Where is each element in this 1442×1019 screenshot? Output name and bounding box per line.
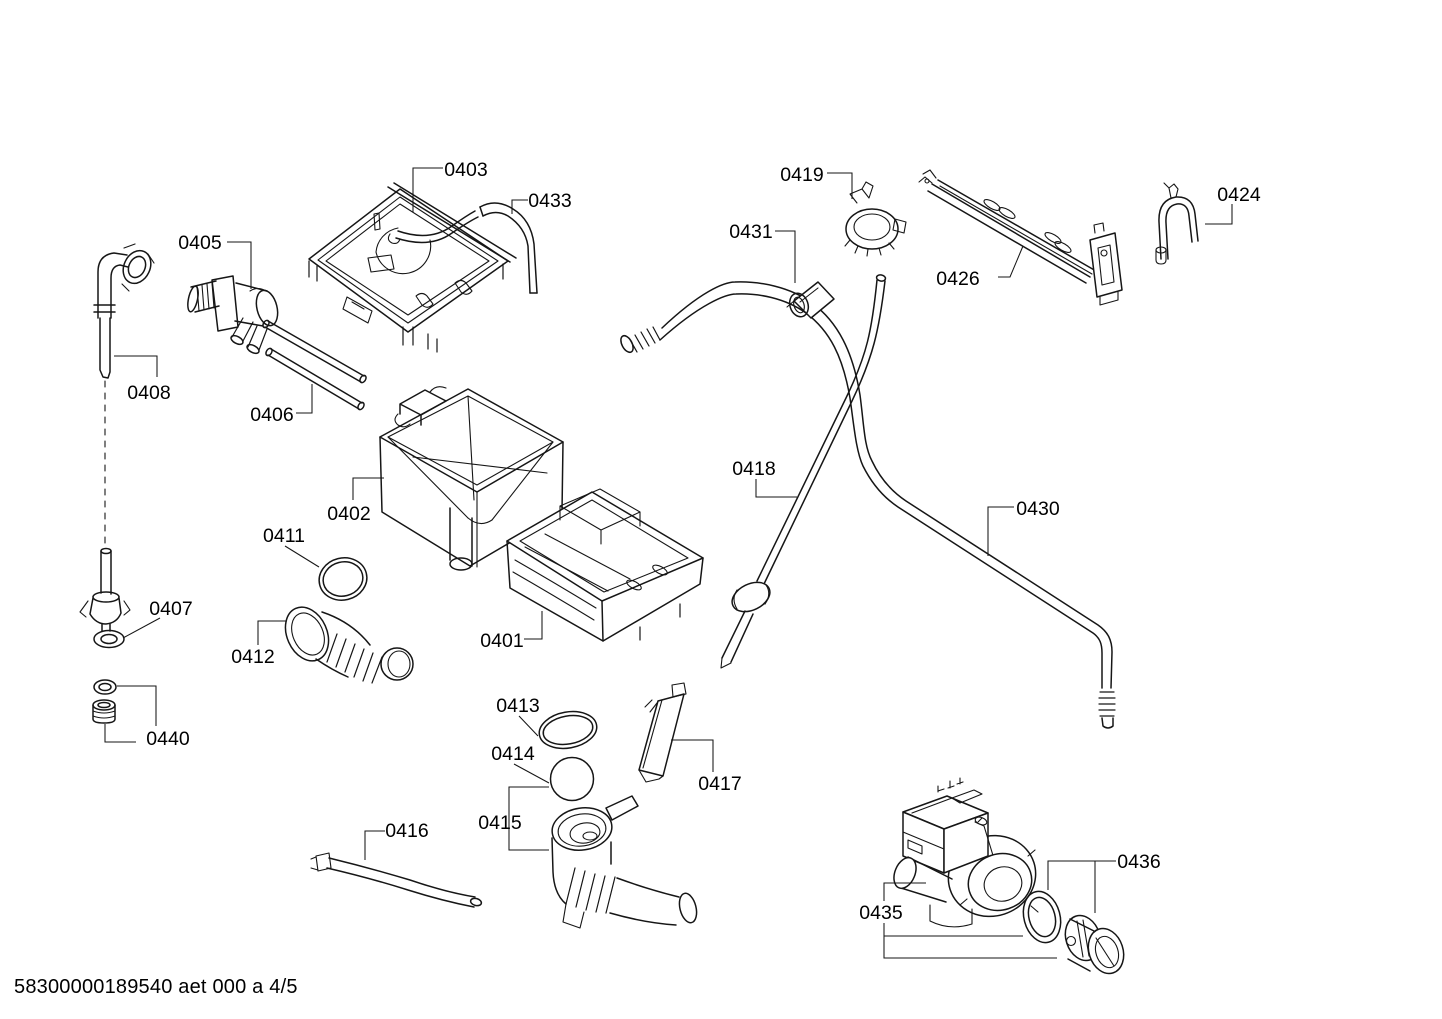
- part-label-0403: 0403: [444, 159, 487, 181]
- part-label-0417: 0417: [698, 773, 741, 795]
- leader-0406: [296, 384, 313, 414]
- part-filter-cap: [1064, 914, 1125, 975]
- leader-0411: [284, 545, 320, 568]
- leader-0417: [671, 739, 714, 772]
- part-clamp-0431: [786, 281, 835, 319]
- leader-0436: [1047, 860, 1116, 913]
- leader-0412: [257, 620, 287, 645]
- part-seal-set-0440: [92, 679, 117, 724]
- part-label-0405: 0405: [178, 232, 222, 254]
- part-hook-0424: [1155, 182, 1199, 265]
- part-rail-0426: [918, 169, 1123, 306]
- part-hose-0412: [284, 606, 414, 684]
- leader-0418: [755, 479, 797, 498]
- leader-0413: [518, 715, 539, 737]
- part-label-0431: 0431: [729, 221, 772, 243]
- part-label-0418: 0418: [732, 458, 775, 480]
- part-label-0412: 0412: [231, 646, 274, 668]
- leader-lines: [104, 167, 1233, 959]
- part-seal-ring-0411: [318, 557, 368, 601]
- part-labels: 0401 0402 0403 0405 0406 0407 0408 0411 …: [127, 159, 1261, 924]
- leader-0401: [524, 611, 543, 640]
- part-tubes-0406: [262, 319, 367, 411]
- leader-0419: [827, 172, 853, 199]
- part-label-0433: 0433: [528, 190, 571, 212]
- leader-0415: [508, 786, 549, 851]
- leader-0416: [364, 830, 385, 860]
- part-dispenser-housing: [379, 386, 564, 571]
- part-hose-0430: [620, 281, 1116, 729]
- part-inlet-elbow-pipe: [79, 243, 155, 632]
- part-washer-0407: [93, 629, 125, 649]
- leader-0435: [883, 882, 1057, 959]
- part-label-0416: 0416: [385, 820, 428, 842]
- leader-0414: [513, 763, 550, 784]
- leader-0424: [1205, 204, 1233, 225]
- leader-0407: [122, 617, 161, 639]
- part-ball-0414: [549, 756, 595, 802]
- part-clamp-ring-0419: [844, 181, 907, 257]
- leader-0433: [511, 199, 528, 214]
- leader-0405: [227, 241, 252, 289]
- leader-0402: [352, 477, 384, 500]
- leader-0426: [998, 245, 1024, 278]
- part-top-frame: [308, 182, 517, 353]
- part-label-0411: 0411: [263, 525, 305, 547]
- part-pump-seal-0436: [1022, 890, 1062, 944]
- part-label-0408: 0408: [127, 382, 170, 404]
- part-label-0413: 0413: [496, 695, 539, 717]
- leader-0430: [987, 506, 1014, 556]
- part-label-0407: 0407: [149, 598, 192, 620]
- leader-0431: [775, 230, 796, 283]
- leader-0408: [114, 355, 158, 377]
- part-label-0426: 0426: [936, 268, 979, 290]
- part-hose-0416: [310, 852, 483, 908]
- part-label-0430: 0430: [1016, 498, 1060, 520]
- part-hose-0433: [479, 202, 538, 294]
- part-dispenser-drawer: [506, 488, 704, 642]
- part-inlet-valve: [187, 275, 279, 355]
- part-label-0424: 0424: [1217, 184, 1261, 206]
- part-elbow-0415: [551, 795, 698, 929]
- part-label-0402: 0402: [327, 503, 370, 525]
- leader-0403: [412, 167, 443, 212]
- leader-0440: [104, 685, 157, 743]
- part-label-0415: 0415: [478, 812, 522, 834]
- document-number: 58300000189540 aet 000 a 4/5: [14, 976, 298, 998]
- part-pump-0435: [893, 777, 1039, 928]
- part-label-0414: 0414: [491, 743, 535, 765]
- part-stick-0417: [638, 682, 687, 783]
- part-label-0419: 0419: [780, 164, 823, 186]
- part-label-0435: 0435: [859, 902, 903, 924]
- part-seal-ring-0413: [538, 710, 598, 750]
- part-label-0401: 0401: [480, 630, 523, 652]
- part-label-0406: 0406: [250, 404, 293, 426]
- part-label-0440: 0440: [146, 728, 190, 750]
- part-label-0436: 0436: [1117, 851, 1160, 873]
